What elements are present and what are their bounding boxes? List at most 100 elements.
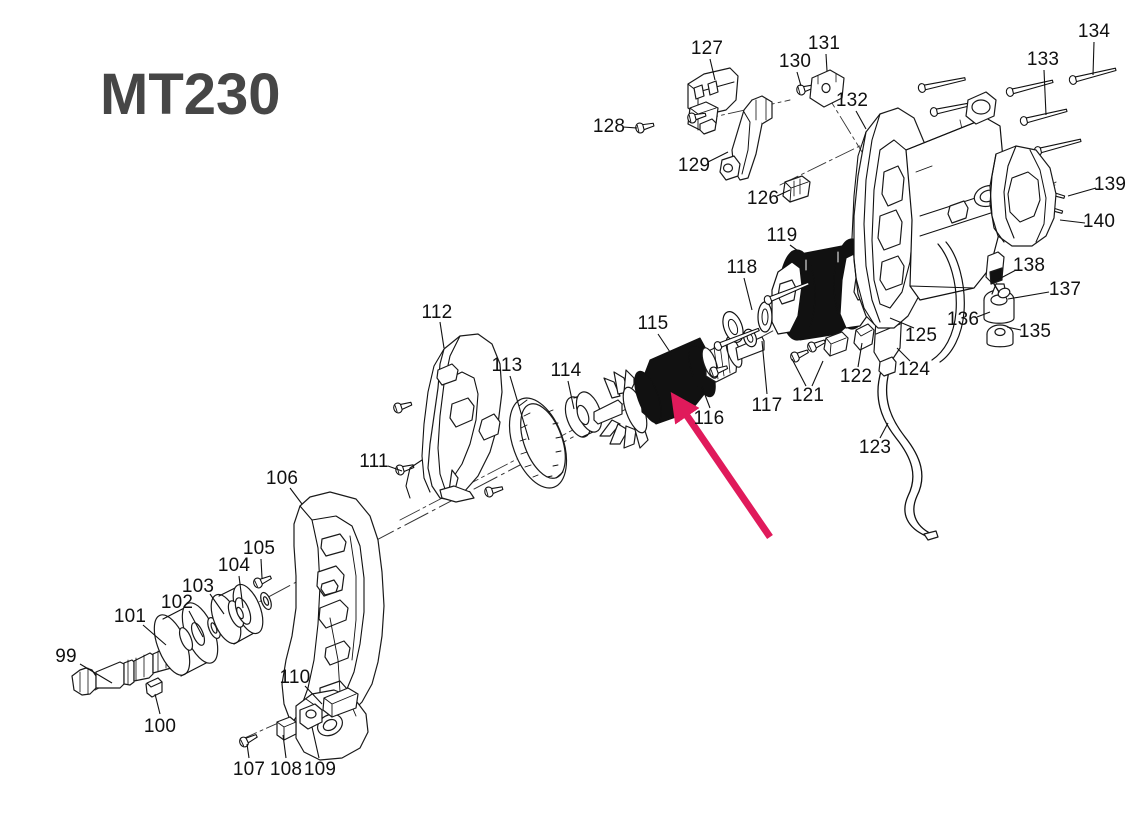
part-99-spindle	[71, 643, 180, 696]
callout-113: 113	[491, 355, 523, 376]
callout-110: 110	[279, 667, 311, 688]
callout-127: 127	[690, 38, 724, 59]
part-100-key	[145, 677, 163, 698]
callout-140: 140	[1082, 211, 1116, 232]
callout-121: 121	[791, 385, 825, 406]
leader-115	[657, 333, 673, 356]
leader-129	[707, 151, 729, 163]
callout-111: 111	[359, 451, 389, 472]
leader-106	[289, 487, 303, 505]
callout-136: 136	[946, 309, 980, 330]
callout-108: 108	[269, 759, 303, 780]
leader-123	[879, 422, 889, 439]
leader-102	[188, 610, 204, 638]
callout-133: 133	[1026, 49, 1060, 70]
callout-100: 100	[143, 716, 177, 737]
part-132-motor-housing	[851, 73, 1005, 329]
leader-138	[998, 269, 1017, 280]
callout-124: 124	[897, 359, 931, 380]
part-108-nut	[276, 716, 297, 741]
callout-112: 112	[421, 302, 453, 323]
callout-138: 138	[1012, 255, 1046, 276]
leader-117	[761, 340, 768, 395]
callout-106: 106	[265, 468, 299, 489]
part-109-collar	[299, 703, 323, 730]
part-131-plate	[809, 69, 845, 108]
callout-107: 107	[232, 759, 266, 780]
leader-136	[976, 311, 991, 318]
leader-107	[246, 743, 250, 759]
callout-123: 123	[858, 437, 892, 458]
leader-110	[304, 685, 323, 705]
part-129-lever	[719, 95, 773, 181]
part-117-washers	[722, 311, 760, 350]
callout-109: 109	[303, 759, 337, 780]
annotation-arrow	[670, 391, 773, 539]
callout-103: 103	[181, 576, 215, 597]
part-122-terminal	[853, 323, 875, 351]
page-title: MT230	[100, 62, 281, 127]
leader-126	[776, 189, 791, 197]
part-135-cap	[986, 324, 1014, 348]
callout-115: 115	[637, 313, 669, 334]
part-114-bearing	[564, 391, 603, 438]
leader-112	[439, 321, 445, 349]
part-123-power-cord	[877, 356, 939, 541]
leader-137	[1007, 291, 1050, 300]
leader-lines	[79, 41, 1097, 759]
leader-140	[1059, 219, 1086, 224]
leader-116	[701, 386, 711, 409]
leader-114	[567, 380, 575, 410]
leader-121b	[811, 360, 824, 387]
part-137-clip	[997, 287, 1011, 299]
leader-139	[1067, 187, 1097, 197]
callout-99: 99	[55, 646, 77, 667]
leader-104	[238, 575, 244, 609]
leader-135	[1006, 326, 1022, 331]
callout-132: 132	[835, 90, 869, 111]
leader-131	[825, 53, 828, 72]
leader-103	[209, 593, 225, 615]
leader-124	[896, 347, 911, 362]
leader-109	[311, 726, 320, 759]
misc-small-parts	[762, 278, 849, 357]
callout-128: 128	[592, 116, 626, 137]
leader-121	[791, 358, 807, 387]
callout-137: 137	[1048, 279, 1082, 300]
leader-127	[709, 58, 716, 81]
callout-102: 102	[160, 592, 194, 613]
leader-133	[1043, 69, 1047, 116]
leader-111	[387, 465, 403, 472]
callout-131: 131	[807, 33, 841, 54]
part-140-handle-cover	[931, 145, 1057, 363]
leader-113	[509, 375, 530, 441]
callout-116: 116	[693, 408, 725, 429]
leader-105	[260, 558, 263, 579]
leader-134	[1092, 41, 1095, 76]
leader-128	[622, 126, 638, 129]
callout-104: 104	[217, 555, 251, 576]
leader-125	[889, 317, 915, 329]
callout-125: 125	[904, 325, 938, 346]
callout-126: 126	[746, 188, 780, 209]
callout-129: 129	[677, 155, 711, 176]
callout-135: 135	[1018, 321, 1052, 342]
leader-108	[282, 734, 287, 759]
part-126-terminal-block	[782, 175, 811, 203]
callout-114: 114	[550, 360, 582, 381]
callout-105: 105	[242, 538, 276, 559]
part-112-blade-guard	[405, 333, 503, 503]
callout-139: 139	[1093, 174, 1127, 195]
callout-101: 101	[113, 606, 147, 627]
leader-119	[789, 244, 810, 260]
leader-130	[796, 71, 802, 87]
callout-118: 118	[726, 257, 758, 278]
leader-99	[79, 663, 113, 684]
callout-122: 122	[839, 366, 873, 387]
callout-117: 117	[751, 395, 783, 416]
part-110-bracket	[322, 687, 359, 718]
callout-130: 130	[778, 51, 812, 72]
